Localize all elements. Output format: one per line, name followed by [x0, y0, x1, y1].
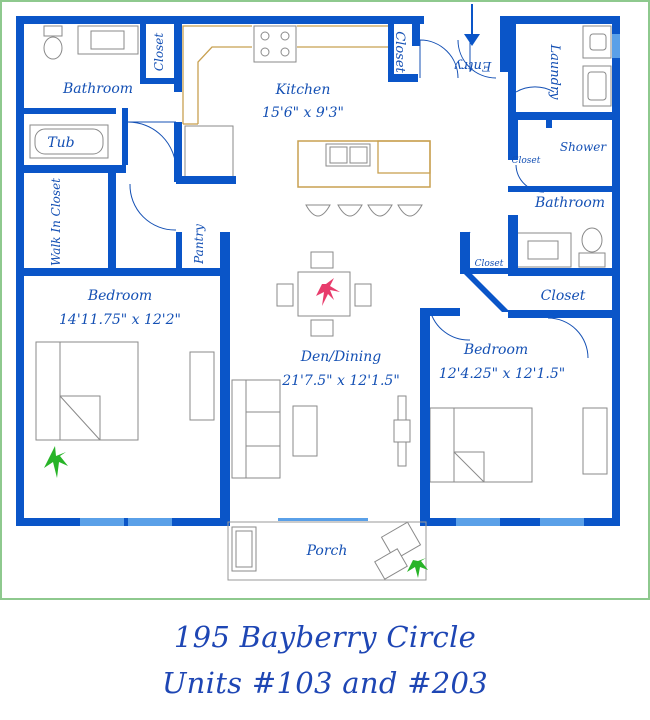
entry-label: Entry: [454, 58, 492, 73]
windows: [80, 34, 620, 526]
bedroom-left-label: Bedroom: [87, 288, 152, 304]
closet-entry-label: Closet: [392, 31, 407, 73]
closet-left-label: Closet: [152, 33, 166, 72]
stove-icon: [253, 25, 297, 63]
shower-label: Shower: [560, 140, 608, 154]
refrigerator-icon: [184, 125, 234, 183]
bar-stools-icon: [305, 204, 423, 217]
plan-border: [0, 0, 650, 600]
bedroom-left-dimensions: 14'11.75" x 12'2": [59, 312, 181, 328]
toilet-icon: [43, 25, 63, 60]
pantry-label: Pantry: [192, 224, 206, 265]
plant-icon: [44, 446, 68, 478]
address-title: 195 Bayberry Circle: [173, 620, 477, 654]
closet-right-label: Closet: [541, 288, 586, 304]
closet-small-right-label: Closet: [512, 156, 541, 166]
bedroom-right-dimensions: 12'4.25" x 12'1.5": [439, 366, 565, 382]
bathtub-icon: [29, 124, 109, 159]
laundry-label: Laundry: [547, 43, 562, 100]
entry-arrow-icon: [464, 4, 480, 46]
porch-outline: [227, 521, 427, 581]
plant-icon: [407, 558, 428, 578]
washer-dryer-icon: [582, 25, 612, 107]
bathroom-right-label: Bathroom: [534, 195, 605, 211]
coffee-table-icon: [292, 405, 318, 457]
tub-label: Tub: [47, 135, 74, 151]
toilet-icon: [578, 227, 606, 268]
sink-icon: [77, 25, 139, 55]
den-dining-dimensions: 21'7.5" x 12'1.5": [281, 373, 400, 389]
sink-icon: [514, 232, 572, 268]
sofa-icon: [231, 379, 281, 479]
patio-bench-icon: [231, 526, 257, 572]
patio-chair-icon: [374, 521, 422, 580]
units-subtitle: Units #103 and #203: [161, 666, 489, 700]
walk-in-closet-label: Walk In Closet: [49, 178, 63, 266]
bedroom-right-label: Bedroom: [463, 342, 528, 358]
tv-stand-icon: [393, 395, 411, 467]
kitchen-label: Kitchen: [275, 82, 331, 98]
dresser-icon: [582, 407, 608, 475]
fixtures: [29, 25, 612, 580]
closet-diagonal-label: Closet: [475, 259, 504, 269]
kitchen-sink-icon: [325, 143, 371, 167]
porch-label: Porch: [306, 543, 348, 559]
dresser-icon: [189, 351, 215, 421]
walls: [16, 16, 620, 526]
flower-icon: [316, 278, 340, 306]
kitchen-counters: [182, 25, 431, 188]
bed-icon: [429, 407, 533, 483]
den-dining-label: Den/Dining: [300, 349, 381, 365]
bed-icon: [35, 341, 139, 441]
kitchen-dimensions: 15'6" x 9'3": [262, 105, 344, 121]
bathroom-left-label: Bathroom: [62, 81, 133, 97]
